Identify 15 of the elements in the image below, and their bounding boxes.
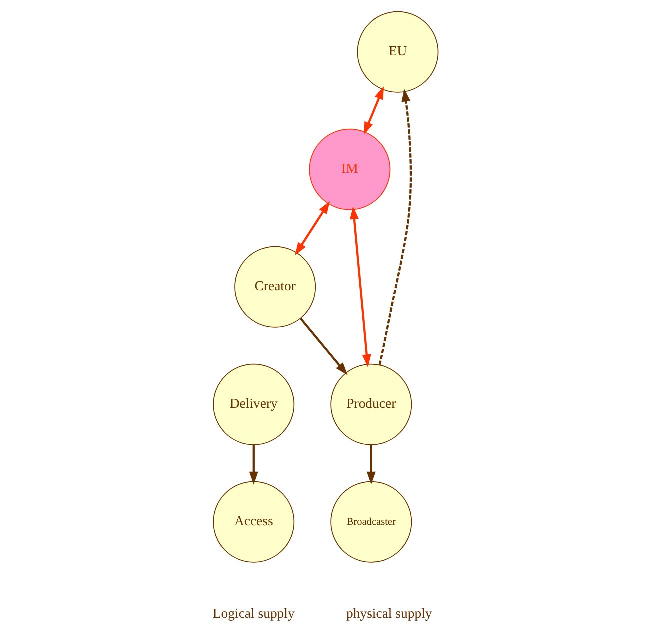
legend-label: Logical supply	[212, 606, 295, 622]
arrow	[350, 206, 372, 368]
arrow	[378, 88, 412, 366]
node-circle: Delivery	[213, 364, 295, 446]
arrow	[300, 318, 348, 376]
arrow	[364, 86, 384, 135]
node-circle: Access	[213, 481, 295, 563]
legend-label: physical supply	[346, 606, 432, 622]
arrow	[295, 201, 330, 256]
arrow	[249, 445, 258, 485]
node-circle: IM	[309, 128, 391, 210]
arrow	[366, 445, 376, 485]
node-circle: EU	[357, 11, 439, 93]
node-circle: Broadcaster	[330, 481, 412, 563]
node-circle: Creator	[234, 246, 316, 328]
